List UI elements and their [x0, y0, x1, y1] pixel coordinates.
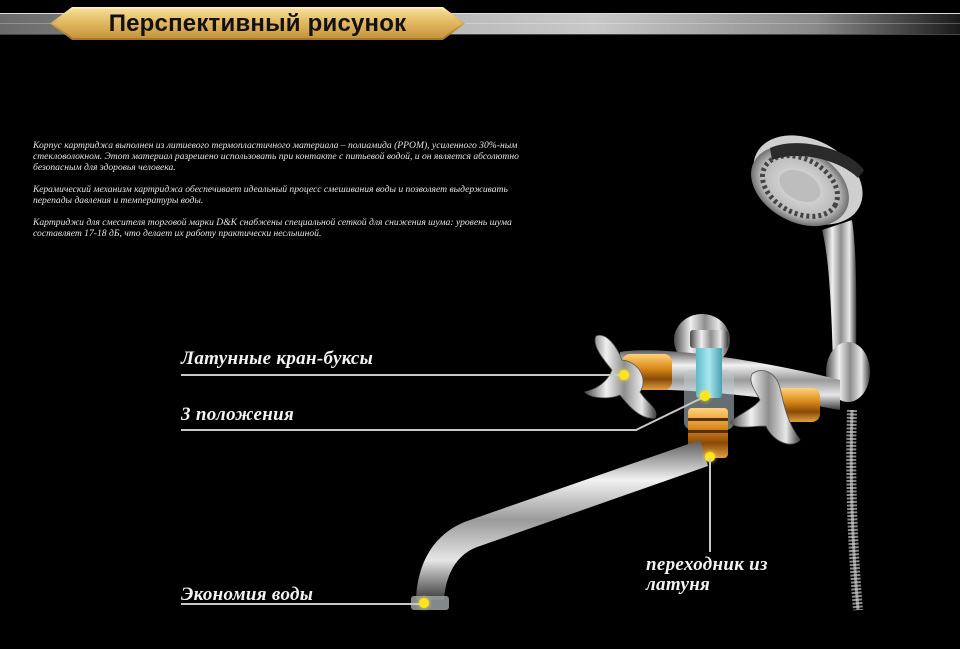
marker-water-saving — [419, 598, 429, 608]
leader-brass-adapter — [709, 458, 711, 552]
right-cross-handle — [729, 370, 801, 445]
title-badge: Перспективный рисунок — [50, 7, 465, 40]
description-paragraph: Картриджи для смесителя торговой марки D… — [33, 217, 512, 239]
marker-brass-adapter — [705, 452, 715, 462]
leader-water-saving — [181, 603, 423, 605]
callout-brass-valves: Латунные кран-буксы — [181, 348, 374, 369]
callout-brass-adapter-line2: латуня — [646, 574, 711, 595]
title-badge-inner — [53, 9, 462, 38]
page-title: Перспективный рисунок — [108, 9, 407, 37]
spout — [416, 440, 708, 600]
ceramic-cartridge — [696, 340, 722, 398]
description-paragraph: Корпус картриджа выполнен из литиевого т… — [33, 140, 519, 173]
marker-brass-valves — [619, 370, 629, 380]
leader-brass-valves — [181, 374, 624, 376]
marker-three-positions — [700, 391, 710, 401]
description-paragraph: Керамический механизм картриджа обеспечи… — [33, 184, 508, 206]
shower-head — [751, 135, 864, 227]
leader-three-positions-diagonal — [635, 395, 707, 431]
faucet-illustration — [411, 135, 870, 611]
description-block: Корпус картриджа выполнен из литиевого т… — [33, 140, 533, 250]
leader-three-positions — [181, 429, 637, 431]
callout-brass-adapter-line1: переходник из — [646, 554, 768, 575]
callout-water-saving: Экономия воды — [181, 584, 314, 605]
callout-three-positions: 3 положения — [181, 404, 295, 425]
